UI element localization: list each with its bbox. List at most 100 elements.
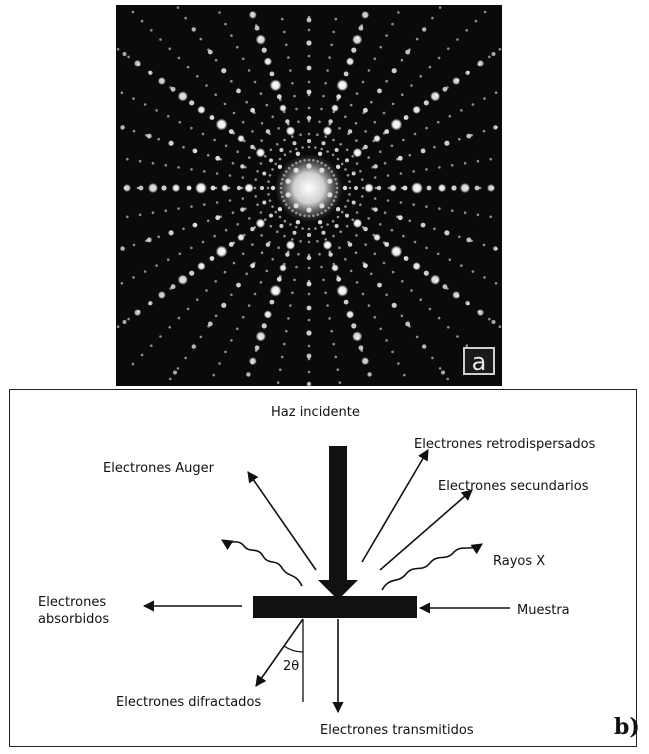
diffraction-spot — [347, 174, 350, 177]
diffraction-spot — [477, 214, 480, 217]
diffraction-spot — [256, 219, 266, 229]
diffraction-spot — [433, 146, 436, 149]
diffraction-spot — [301, 227, 304, 230]
diffraction-spot — [233, 262, 236, 265]
diffraction-spot — [150, 344, 153, 347]
diffraction-spot — [401, 187, 404, 190]
diffraction-spot — [301, 146, 304, 149]
diffraction-spot — [470, 240, 473, 243]
diffraction-spot — [355, 122, 358, 125]
diffraction-spot — [337, 158, 340, 161]
diffraction-spot — [489, 216, 492, 219]
diffraction-spot — [123, 52, 127, 56]
diffraction-spot — [320, 108, 323, 111]
diffraction-spot — [256, 203, 259, 206]
diffraction-spot — [147, 134, 152, 139]
diffraction-spot — [245, 101, 248, 104]
diffraction-spot — [374, 197, 377, 200]
diffraction-spot — [256, 331, 266, 341]
diffraction-spot — [120, 246, 124, 250]
diffraction-spot — [362, 81, 365, 84]
diffraction-spot — [291, 82, 294, 85]
diffraction-spot — [323, 126, 333, 136]
diffraction-spot — [262, 323, 267, 328]
diffraction-spot — [307, 256, 311, 260]
diffraction-spot — [356, 211, 359, 214]
diffraction-spot — [155, 109, 158, 112]
diffraction-spot — [256, 34, 266, 44]
diffraction-spot — [269, 199, 272, 202]
diffraction-spot — [412, 262, 420, 270]
diffraction-spot — [277, 127, 280, 130]
diffraction-spot — [431, 357, 434, 360]
angle-arc — [284, 646, 303, 652]
diffraction-spot — [437, 121, 440, 124]
diffraction-spot — [361, 195, 364, 198]
diffraction-spot — [270, 300, 275, 305]
diffraction-spot — [308, 345, 311, 348]
interaction-diagram: Haz incidente Electrones retrodispersado… — [9, 389, 637, 747]
diffraction-spot — [260, 281, 263, 284]
diffraction-spot — [336, 277, 341, 282]
diffraction-spot — [277, 277, 282, 282]
diffraction-spot — [339, 381, 342, 384]
diffraction-spot — [316, 133, 319, 136]
diffraction-spot — [133, 130, 136, 133]
diffraction-spot — [314, 146, 317, 149]
diffraction-spot — [159, 38, 162, 41]
diffraction-spot — [259, 36, 262, 39]
diffraction-spot — [451, 185, 456, 190]
diffraction-spot — [271, 186, 275, 190]
diffraction-spot — [262, 48, 267, 53]
diffraction-spot — [477, 160, 480, 163]
diffraction-spot — [449, 258, 452, 261]
diffraction-spot — [264, 155, 267, 158]
diffraction-spot — [157, 236, 160, 239]
diffraction-spot — [410, 84, 413, 87]
diffraction-spot — [390, 119, 402, 131]
diffraction-spot — [173, 371, 177, 375]
diffraction-spot — [289, 223, 292, 226]
diffraction-spot — [169, 86, 172, 89]
diffraction-spot — [120, 125, 124, 129]
diffraction-spot — [276, 230, 279, 233]
diffraction-spot — [412, 170, 415, 173]
diffraction-spot — [438, 166, 441, 169]
diffraction-spot — [371, 166, 374, 169]
diffraction-spot — [344, 258, 347, 261]
diffraction-spot — [324, 238, 327, 241]
diffraction-spot — [254, 293, 257, 296]
diffraction-spot — [449, 115, 452, 118]
diffraction-spot — [425, 168, 428, 171]
diffraction-spot — [233, 241, 236, 244]
diffraction-spot — [222, 249, 225, 252]
diffraction-spot — [179, 121, 182, 124]
diffraction-spot — [337, 368, 340, 371]
diffraction-spot — [203, 170, 206, 173]
diffraction-spot — [270, 72, 275, 77]
diffraction-spot — [391, 23, 394, 26]
diffraction-spot — [347, 199, 350, 202]
diffraction-spot — [354, 186, 358, 190]
diffraction-spot — [307, 233, 311, 237]
diffraction-spot — [189, 100, 194, 105]
diffraction-spot — [308, 16, 311, 19]
diffraction-spot — [318, 253, 321, 256]
diffraction-spot — [367, 217, 370, 220]
diffraction-spot — [345, 214, 349, 218]
diffraction-spot — [132, 11, 135, 14]
diffraction-spot — [330, 330, 333, 333]
diffraction-spot — [224, 103, 227, 106]
diffraction-spot — [279, 216, 282, 219]
diffraction-spot — [308, 146, 311, 149]
diffraction-spot — [254, 187, 257, 190]
diffraction-spot — [254, 195, 257, 198]
diffraction-spot — [440, 187, 443, 190]
diffraction-spot — [267, 187, 270, 190]
diffraction-spot — [155, 264, 158, 267]
diffraction-spot — [213, 139, 216, 142]
diffraction-spot — [248, 156, 251, 159]
diffraction-spot — [392, 271, 395, 274]
diffraction-spot — [324, 135, 327, 138]
diffraction-spot — [466, 134, 471, 139]
